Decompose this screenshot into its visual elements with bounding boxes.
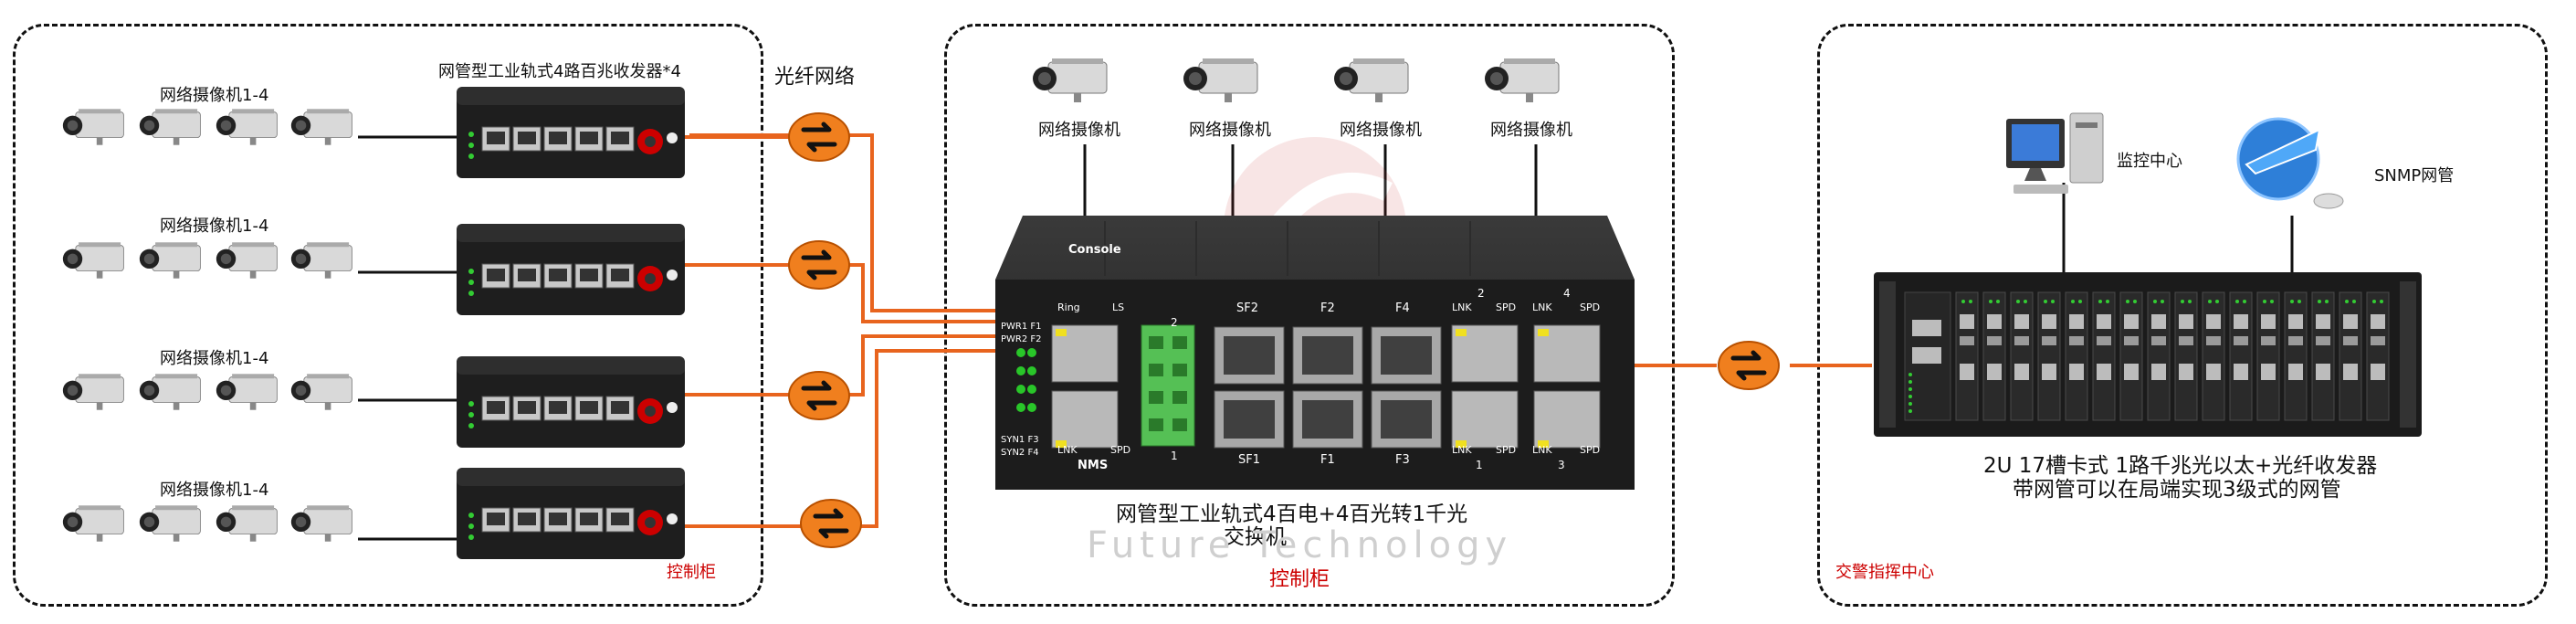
ip-camera-icon <box>290 502 358 545</box>
chassis-title-line2: 带网管可以在局端实现3级式的网管 <box>2013 478 2341 502</box>
ip-camera-icon <box>290 371 358 413</box>
sw-spd-r1: SPD <box>1496 301 1517 313</box>
sw-syn2: SYN2 F4 <box>1001 448 1039 458</box>
sw-term-1: 1 <box>1171 449 1178 462</box>
snmp-globe-icon <box>2236 117 2344 209</box>
watermark-text: Future Technology <box>1087 524 1513 566</box>
ip-camera-icon <box>62 106 130 148</box>
left-cabinet-label: 控制柜 <box>667 563 716 582</box>
ip-camera-icon <box>1183 55 1265 106</box>
sw-console: Console <box>1068 243 1121 257</box>
camera-group-label-3: 网络摄像机1-4 <box>160 349 269 368</box>
camera-label-3: 网络摄像机 <box>1340 121 1422 140</box>
sw-sf1: SF1 <box>1238 453 1261 467</box>
ip-camera-icon <box>62 502 130 545</box>
sw-lnk-r3: LNK <box>1452 444 1472 456</box>
sw-spd-r3: SPD <box>1496 444 1517 456</box>
ip-camera-icon <box>139 502 206 545</box>
camera-label-1: 网络摄像机 <box>1038 121 1120 140</box>
sw-term-2: 2 <box>1171 316 1178 329</box>
fiber-cloud-icon <box>787 239 851 291</box>
ip-camera-icon <box>290 106 358 148</box>
ip-camera-icon <box>290 239 358 281</box>
sw-port-2: 2 <box>1477 287 1485 300</box>
ip-camera-icon <box>216 502 283 545</box>
command-center-label: 交警指挥中心 <box>1835 563 1934 582</box>
sw-port-4: 4 <box>1563 287 1571 300</box>
command-center-panel <box>1817 24 2548 607</box>
sw-f4: F4 <box>1395 301 1410 315</box>
sw-f2: F2 <box>1320 301 1335 315</box>
camera-label-4: 网络摄像机 <box>1490 121 1572 140</box>
card-chassis <box>1874 272 2422 437</box>
fiber-converter-1 <box>457 87 685 178</box>
fiber-converter-4 <box>457 468 685 559</box>
sw-spd-r4: SPD <box>1580 444 1601 456</box>
ip-camera-icon <box>62 371 130 413</box>
industrial-switch <box>995 216 1635 490</box>
ip-camera-icon <box>1032 55 1114 106</box>
fiber-cloud-icon <box>787 111 851 163</box>
snmp-manager-label: SNMP网管 <box>2374 166 2455 185</box>
ip-camera-icon <box>139 239 206 281</box>
switch-title-line1: 网管型工业轨式4百电+4百光转1千光 <box>1116 502 1468 526</box>
camera-group-label-1: 网络摄像机1-4 <box>160 86 269 105</box>
center-cabinet-label: 控制柜 <box>1269 568 1330 591</box>
fiber-converter-3 <box>457 356 685 448</box>
fiber-cloud-icon <box>1717 340 1781 391</box>
center-cabinet-panel <box>944 24 1675 607</box>
sw-f1: F1 <box>1320 453 1335 467</box>
sw-ring: Ring <box>1057 301 1080 313</box>
monitor-pc-icon <box>2006 112 2104 194</box>
sw-syn1: SYN1 F3 <box>1001 435 1039 445</box>
sw-lnk-r2: LNK <box>1532 301 1552 313</box>
ip-camera-icon <box>216 239 283 281</box>
sw-lnk-r4: LNK <box>1532 444 1552 456</box>
ip-camera-icon <box>216 106 283 148</box>
sw-sf2: SF2 <box>1236 301 1259 315</box>
camera-label-2: 网络摄像机 <box>1189 121 1271 140</box>
fiber-converter-2 <box>457 224 685 315</box>
fiber-cloud-icon <box>787 370 851 421</box>
camera-group-label-4: 网络摄像机1-4 <box>160 481 269 500</box>
ip-camera-icon <box>216 371 283 413</box>
sw-port-1: 1 <box>1476 459 1483 471</box>
sw-lnk-r1: LNK <box>1452 301 1472 313</box>
ip-camera-icon <box>1484 55 1566 106</box>
sw-spd-left: SPD <box>1110 444 1131 456</box>
camera-group-label-2: 网络摄像机1-4 <box>160 217 269 236</box>
sw-pwr2: PWR2 F2 <box>1001 334 1042 344</box>
chassis-title-line1: 2U 17槽卡式 1路千兆光以太+光纤收发器 <box>1983 454 2378 478</box>
left-cabinet-panel <box>13 24 763 607</box>
sw-lnk-left: LNK <box>1057 444 1078 456</box>
ip-camera-icon <box>139 106 206 148</box>
ip-camera-icon <box>62 239 130 281</box>
monitor-center-label: 监控中心 <box>2117 152 2182 171</box>
sw-nms: NMS <box>1078 459 1109 472</box>
sw-port-3: 3 <box>1558 459 1565 471</box>
sw-ls: LS <box>1112 301 1125 313</box>
ip-camera-icon <box>1333 55 1415 106</box>
converter-title: 网管型工业轨式4路百兆收发器*4 <box>438 62 681 81</box>
sw-spd-r2: SPD <box>1580 301 1601 313</box>
switch-title-line2: 交换机 <box>1224 525 1287 549</box>
fiber-network-label: 光纤网络 <box>774 66 856 89</box>
sw-f3: F3 <box>1395 453 1410 467</box>
sw-pwr1: PWR1 F1 <box>1001 322 1042 332</box>
fiber-cloud-icon <box>799 498 863 549</box>
ip-camera-icon <box>139 371 206 413</box>
